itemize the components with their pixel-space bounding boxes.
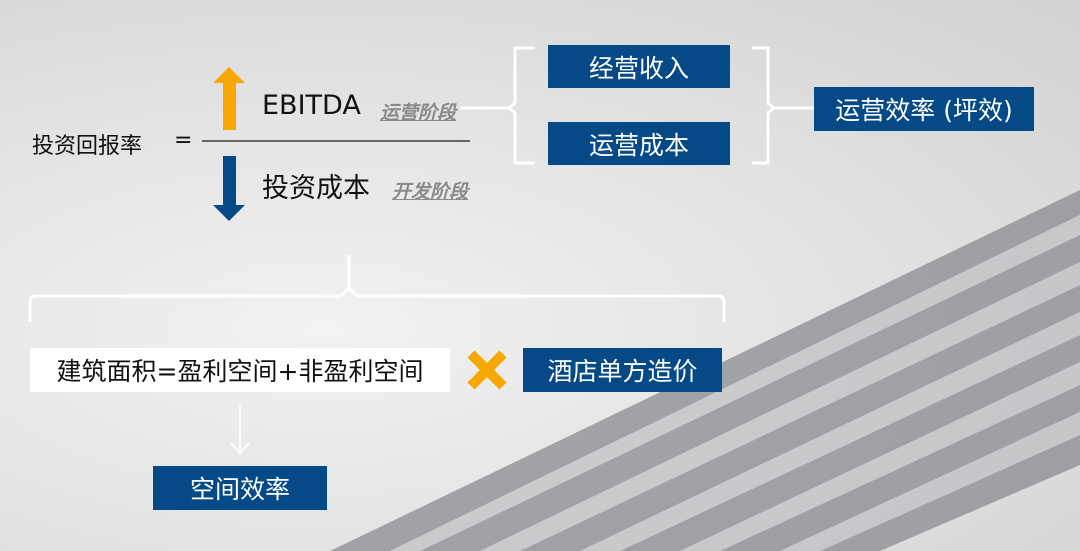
down-arrow-icon xyxy=(213,156,245,221)
operating-revenue-box: 经营收入 xyxy=(548,45,730,88)
ebitda-label: EBITDA xyxy=(262,90,361,121)
bottom-brace xyxy=(28,255,726,322)
operating-stage-label: 运营阶段 xyxy=(380,102,457,124)
multiply-icon xyxy=(467,350,507,390)
moon-decoration xyxy=(1028,52,1044,81)
operating-efficiency-box: 运营效率 (坪效) xyxy=(814,87,1034,131)
down-thin-arrow-icon xyxy=(230,405,250,455)
investment-cost-label: 投资成本 xyxy=(262,173,370,204)
equals-sign: = xyxy=(174,128,193,153)
operating-cost-box: 运营成本 xyxy=(548,122,730,165)
up-arrow-icon xyxy=(213,67,245,130)
right-brace xyxy=(752,46,777,165)
development-stage-label: 开发阶段 xyxy=(392,181,469,203)
space-efficiency-box: 空间效率 xyxy=(153,466,327,510)
building-area-box: 建筑面积=盈利空间+非盈利空间 xyxy=(30,348,450,392)
roi-label: 投资回报率 xyxy=(32,134,143,159)
left-brace xyxy=(506,46,535,165)
hotel-unit-cost-box: 酒店单方造价 xyxy=(523,348,722,392)
